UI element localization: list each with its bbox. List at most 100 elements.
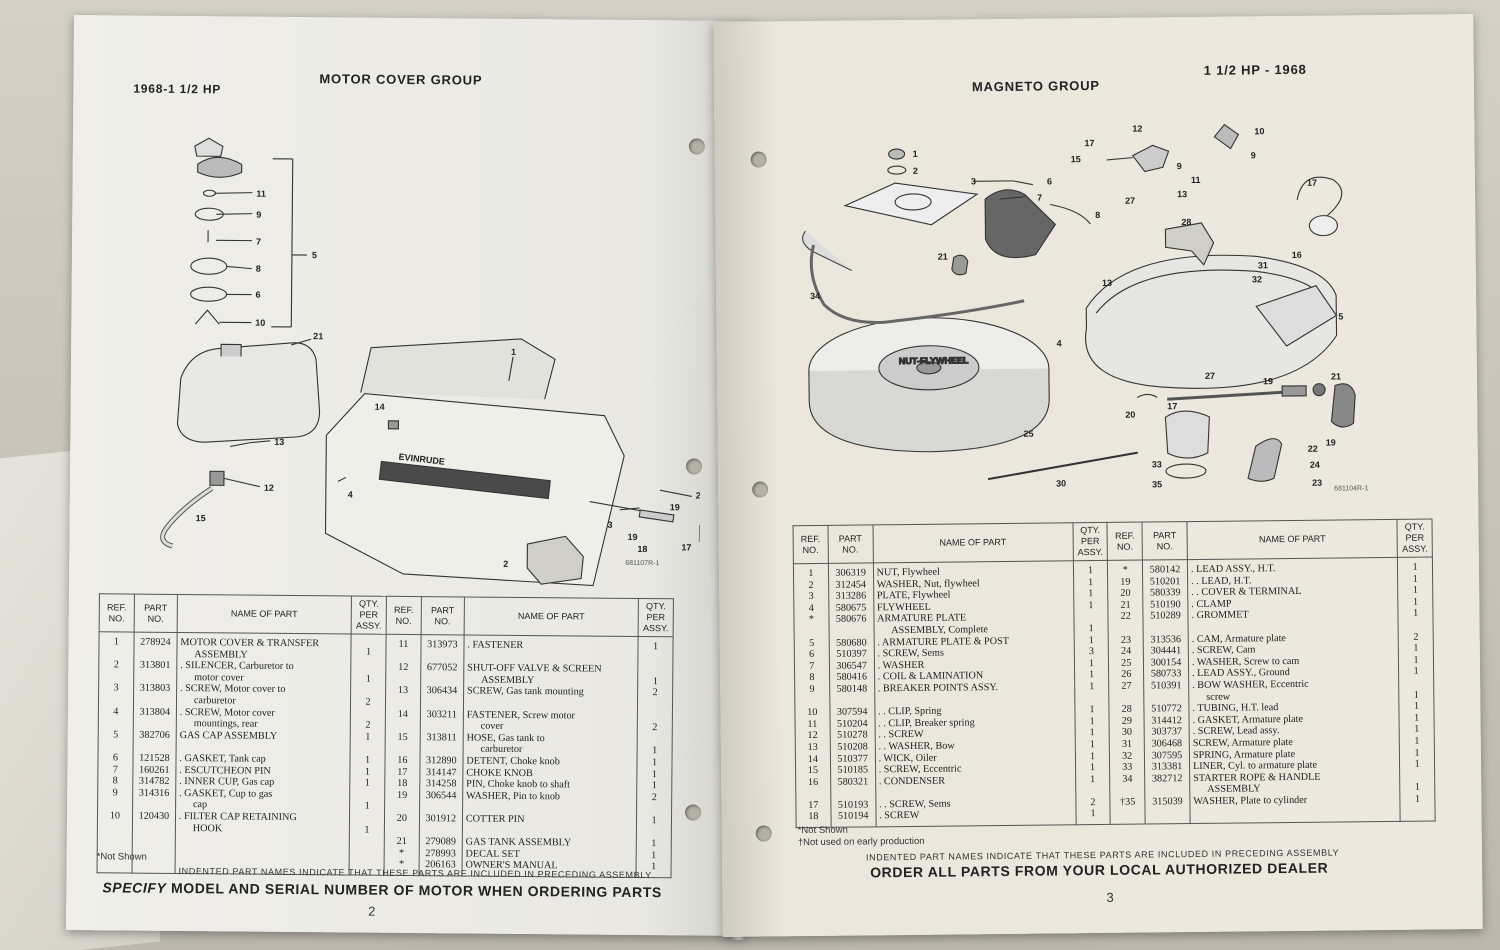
- ref-number: 16: [384, 754, 420, 767]
- part-number: 580733: [1143, 668, 1189, 681]
- callout-12: 12: [264, 483, 274, 493]
- ref-number: 17: [384, 766, 420, 779]
- part-number: 304441: [1143, 645, 1189, 658]
- part-number: 303737: [1144, 726, 1190, 739]
- ref-number: 32: [1109, 750, 1145, 762]
- empty-cell: [1400, 804, 1436, 822]
- part-number: 307594: [829, 706, 875, 719]
- quantity: 1: [1073, 611, 1109, 635]
- part-number: 510397: [829, 648, 875, 661]
- ref-number: 4: [793, 602, 829, 615]
- quantity: 1: [636, 780, 672, 793]
- callout-19-a: 19: [627, 532, 637, 542]
- callout-8: 8: [256, 264, 261, 274]
- quantity: 1: [1397, 584, 1433, 597]
- quantity: 3: [1073, 646, 1109, 659]
- ref-number: 12: [795, 730, 830, 743]
- ref-number: 10: [794, 706, 830, 719]
- part-number: 306468: [1144, 737, 1190, 751]
- part-number: 510190: [1142, 598, 1188, 611]
- ref-number: 9: [794, 683, 830, 708]
- callout-19: 19: [670, 502, 680, 512]
- part-name-line: . GROMMET: [1191, 609, 1249, 622]
- early-production-note: †Not used on early production: [797, 835, 925, 849]
- part-name-line: SCREW, Gas tank mounting: [466, 685, 584, 698]
- ref-number: 6: [97, 752, 133, 765]
- col-part: PART NO.: [133, 594, 178, 633]
- callout-15: 15: [1071, 154, 1081, 164]
- callout-1: 1: [913, 149, 918, 159]
- ref-number: 19: [384, 789, 420, 814]
- empty-cell: [97, 833, 133, 846]
- quantity: 1: [637, 636, 674, 665]
- part-number: 313973: [420, 634, 464, 663]
- figure-id: 681107R-1: [625, 559, 660, 568]
- quantity: 1: [1399, 735, 1435, 748]
- part-number: 306544: [419, 789, 463, 814]
- page-left: 1968-1 1/2 HP MOTOR COVER GROUP: [66, 15, 754, 936]
- callout-10: 10: [255, 318, 265, 328]
- callout-29: 28: [1181, 217, 1191, 227]
- part-number: 510377: [830, 752, 876, 765]
- callout-35: 35: [1152, 479, 1162, 489]
- quantity: 1: [1398, 677, 1434, 701]
- quantity: 2: [350, 684, 386, 709]
- part-name-line: . GASKET, Tank cap: [179, 752, 266, 765]
- ref-number: 1: [98, 631, 134, 660]
- callout-11: 11: [256, 189, 266, 199]
- part-number: 120430: [132, 810, 176, 835]
- col-ref: REF. NO.: [1107, 522, 1143, 561]
- col-part: PART NO.: [420, 596, 465, 635]
- callout-33: 33: [1152, 459, 1162, 469]
- magneto-exploded-diagram: NUT-FLYWHEEL: [784, 104, 1458, 511]
- callout-5: 5: [312, 250, 317, 260]
- part-name: . GROMMET: [1187, 608, 1399, 634]
- callout-3: 3: [608, 520, 613, 530]
- quantity: 1: [1073, 560, 1108, 577]
- part-number: 312454: [828, 578, 874, 592]
- callout-12: 12: [1132, 124, 1142, 134]
- ref-number: 34: [1109, 773, 1145, 797]
- page-right: MAGNETO GROUP 1 1/2 HP - 1968 NUT-FLYWHE…: [713, 14, 1483, 937]
- callout-17: 17: [681, 542, 691, 552]
- part-number: 510289: [1142, 610, 1189, 635]
- quantity: 1: [1075, 808, 1111, 825]
- part-name-line: WASHER, Pin to knob: [466, 790, 561, 803]
- callout-22-b: 21: [1331, 371, 1341, 381]
- binder-hole: [685, 804, 702, 821]
- ref-number: 15: [795, 764, 831, 777]
- part-number: 314147: [419, 766, 463, 779]
- part-name: . BREAKER POINTS ASSY.: [874, 681, 1075, 707]
- binder-hole: [752, 481, 769, 498]
- col-qty: QTY. PER ASSY.: [638, 598, 674, 637]
- page-number: 3: [1106, 889, 1114, 905]
- callout-16: 16: [1292, 250, 1302, 260]
- page-header-title: MOTOR COVER GROUP: [319, 71, 483, 88]
- callout-17-b: 17: [1167, 401, 1177, 411]
- motor-cover-parts-table: REF. NO. PART NO. NAME OF PART QTY. PER …: [97, 593, 674, 878]
- empty-cell: [349, 835, 385, 848]
- part-number: 307595: [1144, 749, 1190, 762]
- callout-9-a: 9: [1177, 161, 1182, 171]
- col-part: PART NO.: [1142, 521, 1188, 561]
- quantity: 1: [1399, 746, 1435, 759]
- motor-cover-exploded-diagram: EVINRUDE 11 9 7 8 6 10 5 21 13 12 15 1 1…: [99, 115, 713, 590]
- ref-number: 3: [98, 682, 134, 707]
- col-ref: REF. NO.: [386, 596, 422, 635]
- part-number: 580675: [828, 602, 874, 615]
- part-number: 313536: [1143, 633, 1189, 646]
- quantity: 1: [636, 768, 672, 781]
- col-name: NAME OF PART: [872, 522, 1074, 563]
- part-name-line: MOTOR COVER & TRANSFER: [180, 637, 320, 650]
- ref-number: 26: [1108, 668, 1144, 681]
- callout-28: 27: [1205, 371, 1215, 381]
- ref-number: 17: [795, 799, 831, 812]
- quantity: 1: [637, 664, 673, 688]
- empty-cell: [349, 847, 385, 860]
- part-number: 314782: [132, 775, 176, 788]
- ref-number: 22: [1108, 610, 1144, 635]
- page-header-model: 1 1/2 HP - 1968: [1203, 61, 1307, 78]
- quantity: 2: [637, 687, 673, 711]
